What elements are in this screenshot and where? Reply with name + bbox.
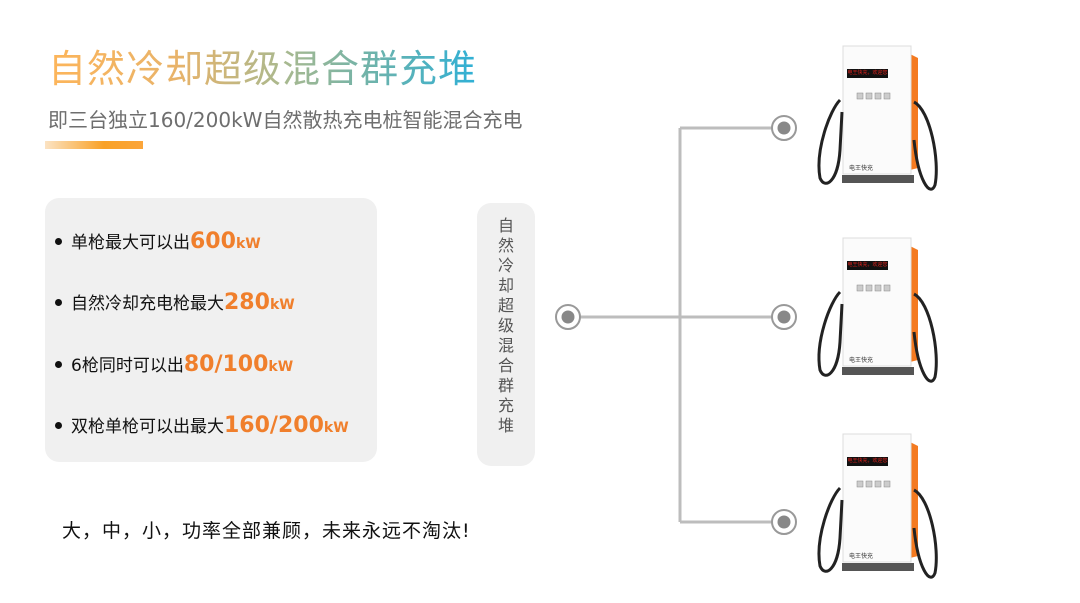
node-source (555, 304, 581, 330)
feature-unit: kW (235, 236, 261, 252)
page-title: 自然冷却超级混合群充堆 (48, 38, 477, 93)
node-charger-1 (771, 115, 797, 141)
feature-item: 自然冷却充电枪最大 280 kW (55, 289, 295, 315)
feature-text: 双枪单枪可以出最大 (71, 417, 224, 437)
charger-image: 电王快充，欢迎您 电王快充 (790, 30, 960, 210)
charger-brand: 电王快充 (849, 553, 874, 560)
bullet-icon (55, 238, 62, 245)
feature-value: 160/200 (224, 413, 324, 438)
tagline: 大，中，小，功率全部兼顾，未来永远不淘汰! (62, 520, 471, 542)
feature-text: 6枪同时可以出 (71, 356, 184, 376)
charger-image: 电王快充，欢迎您 电王快充 (790, 222, 960, 402)
feature-item: 6枪同时可以出 80/100 kW (55, 351, 293, 377)
feature-value: 600 (190, 229, 236, 254)
charger-brand: 电王快充 (849, 165, 874, 172)
feature-item: 单枪最大可以出 600 kW (55, 228, 261, 254)
charger-screen: 电王快充，欢迎您 (847, 261, 888, 270)
charger-image: 电王快充，欢迎您 电王快充 (790, 418, 960, 598)
bullet-icon (55, 422, 62, 429)
feature-unit: kW (323, 420, 349, 436)
feature-unit: kW (269, 297, 295, 313)
node-charger-2 (771, 304, 797, 330)
bullet-icon (55, 299, 62, 306)
feature-text: 自然冷却充电枪最大 (71, 294, 224, 314)
charger-screen: 电王快充，欢迎您 (847, 457, 888, 466)
feature-value: 80/100 (183, 352, 269, 377)
charger-screen: 电王快充，欢迎您 (847, 69, 888, 78)
node-charger-3 (771, 509, 797, 535)
stack-label: 自然冷却超级混合群充堆 (495, 217, 514, 437)
charger-brand: 电王快充 (849, 357, 874, 364)
page-subtitle: 即三台独立160/200kW自然散热充电桩智能混合充电 (48, 108, 523, 132)
feature-list: 单枪最大可以出 600 kW 自然冷却充电枪最大 280 kW 6枪同时可以出 … (45, 198, 377, 462)
feature-unit: kW (268, 359, 294, 375)
accent-bar (45, 141, 143, 149)
stack-label-box: 自然冷却超级混合群充堆 (477, 203, 535, 466)
bullet-icon (55, 361, 62, 368)
feature-value: 280 (224, 290, 270, 315)
feature-item: 双枪单枪可以出最大 160/200 kW (55, 412, 349, 438)
feature-text: 单枪最大可以出 (71, 233, 190, 253)
